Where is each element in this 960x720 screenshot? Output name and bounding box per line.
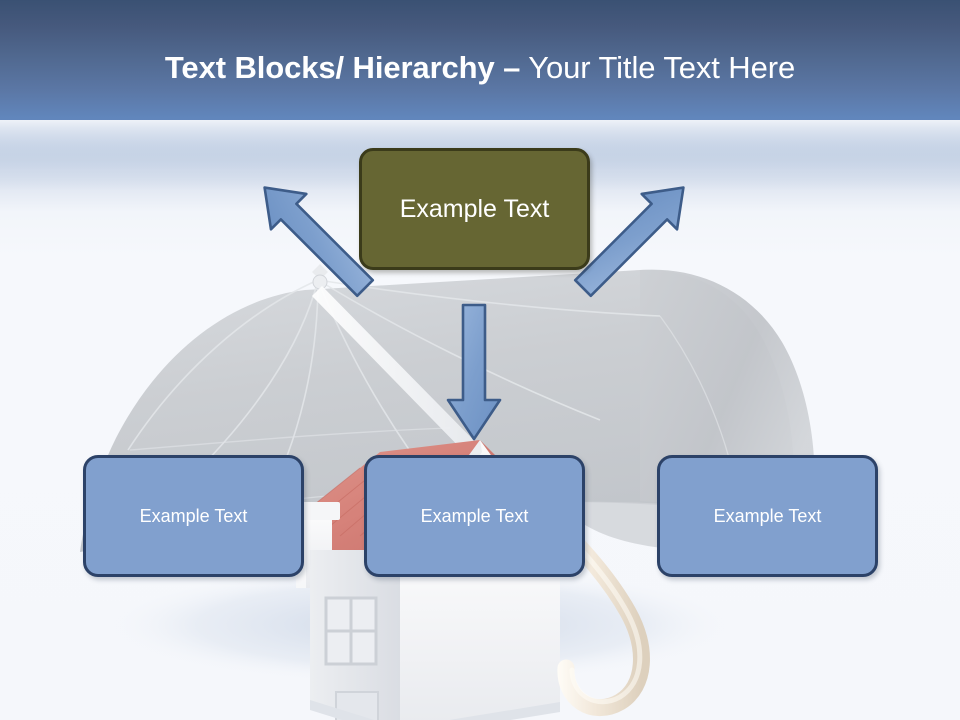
hierarchy-top-node-label: Example Text (399, 194, 550, 223)
hierarchy-leaf-node-3-label: Example Text (713, 505, 822, 526)
hierarchy-leaf-node-2[interactable]: Example Text (364, 455, 585, 577)
hierarchy-leaf-node-1[interactable]: Example Text (83, 455, 304, 577)
slide-title-bold: Text Blocks/ Hierarchy – (164, 50, 521, 85)
hierarchy-leaf-node-1-label: Example Text (139, 505, 248, 526)
umbrella-handle (547, 513, 650, 716)
hierarchy-top-node[interactable]: Example Text (359, 148, 590, 270)
slide-title-light: Your Title Text Here (520, 50, 796, 85)
slide-title: Text Blocks/ Hierarchy – Your Title Text… (0, 48, 960, 88)
hierarchy-leaf-node-3[interactable]: Example Text (657, 455, 878, 577)
hierarchy-leaf-node-2-label: Example Text (420, 505, 529, 526)
